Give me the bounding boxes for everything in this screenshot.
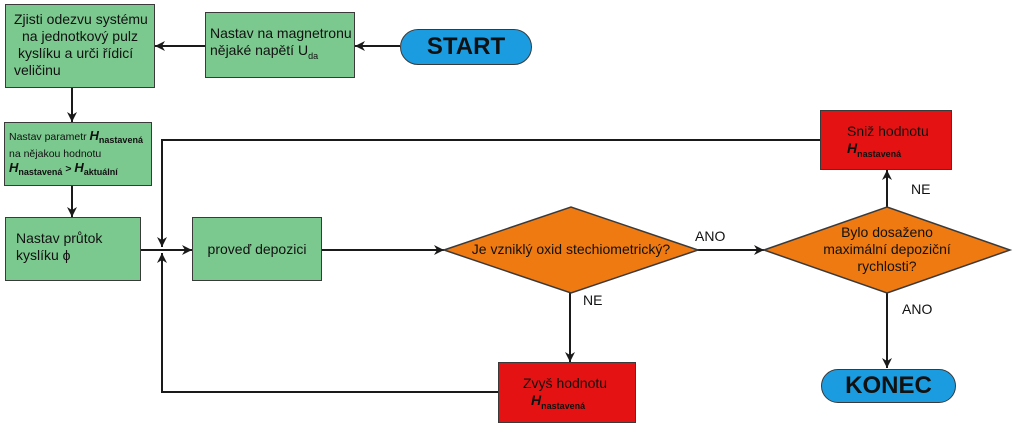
proved-label: proveď depozici bbox=[207, 240, 307, 257]
edge-label-ne-1: NE bbox=[583, 292, 603, 308]
cmp-sub1: nastavená bbox=[18, 167, 63, 178]
loop-sniz-to-junction bbox=[157, 139, 820, 247]
cmp-h1: H bbox=[9, 160, 19, 176]
parametr-line1: Nastav parametr bbox=[9, 131, 90, 143]
bylo-line1: Bylo dosaženo bbox=[841, 224, 933, 240]
decision-bylo-text: Bylo dosaženo maximální depoziční rychlo… bbox=[790, 224, 984, 275]
parametr-h-sub: nastavená bbox=[98, 135, 143, 146]
cmp-sub2: aktuální bbox=[83, 167, 118, 178]
node-nastav-prutok: Nastav průtok kyslíku ϕ bbox=[5, 217, 141, 281]
sniz-line1: Sniž hodnotu bbox=[847, 123, 929, 139]
konec-terminal: KONEC bbox=[821, 369, 956, 403]
sniz-h-wrap: Hnastavená bbox=[847, 140, 951, 163]
sniz-h: H bbox=[847, 140, 858, 156]
parametr-compare: Hnastavená > Haktuální bbox=[9, 161, 151, 179]
edge-label-ne-2: NE bbox=[911, 181, 931, 197]
bylo-line3: rychlosti? bbox=[857, 258, 917, 274]
loop-zvys-to-junction bbox=[157, 253, 498, 393]
zjisti-line4: veličinu bbox=[14, 62, 61, 78]
bylo-line2: maximální depoziční bbox=[823, 241, 951, 257]
decision-oxid-text: Je vzniklý oxid stechiometrický? bbox=[471, 241, 671, 257]
parametr-h: H bbox=[89, 128, 99, 143]
parametr-line2: na nějakou hodnotu bbox=[9, 148, 102, 161]
konec-label: KONEC bbox=[845, 372, 932, 399]
node-nastav-parametr: Nastav parametr Hnastavená na nějakou ho… bbox=[4, 122, 152, 186]
napeti-sub: da bbox=[308, 50, 319, 61]
decision-oxid bbox=[441, 206, 701, 294]
prutok-line1: Nastav průtok bbox=[16, 230, 103, 246]
napeti-line1: Nastav na magnetronu bbox=[210, 25, 352, 41]
prutok-line2: kyslíku ϕ bbox=[16, 247, 71, 263]
napeti-line2: nějaké napětí U bbox=[210, 42, 309, 58]
edge-label-ano-1: ANO bbox=[695, 228, 726, 244]
parametr-line1-wrap: Nastav parametr Hnastavená bbox=[9, 129, 151, 147]
decision-bylo bbox=[761, 206, 1013, 294]
zjisti-line2: na jednotkový pulz bbox=[22, 28, 138, 44]
zvys-sub: nastavená bbox=[541, 400, 586, 411]
node-sniz-hodnotu: Sniž hodnotu Hnastavená bbox=[820, 110, 952, 170]
node-zjisti-odezvu: Zjisti odezvu systému na jednotkový pulz… bbox=[5, 4, 155, 88]
zvys-line1: Zvyš hodnotu bbox=[523, 375, 608, 391]
start-terminal: START bbox=[400, 29, 532, 65]
zjisti-line1: Zjisti odezvu systému bbox=[14, 11, 148, 27]
node-nastav-napeti: Nastav na magnetronu nějaké napětí Uda bbox=[205, 12, 355, 78]
start-label: START bbox=[426, 33, 506, 60]
cmp-h2: H bbox=[74, 160, 84, 176]
node-zvys-hodnotu: Zvyš hodnotu Hnastavená bbox=[498, 362, 636, 423]
napeti-line2-wrap: nějaké napětí Uda bbox=[210, 42, 354, 65]
zvys-h: H bbox=[531, 392, 542, 408]
zjisti-line3: kyslíku a urči řídicí bbox=[18, 45, 134, 61]
edge-label-ano-2: ANO bbox=[902, 301, 933, 317]
node-proved-depozici: proveď depozici bbox=[192, 217, 322, 281]
zvys-h-wrap: Hnastavená bbox=[523, 392, 635, 415]
cmp-op: > bbox=[62, 163, 75, 176]
sniz-sub: nastavená bbox=[857, 148, 902, 159]
